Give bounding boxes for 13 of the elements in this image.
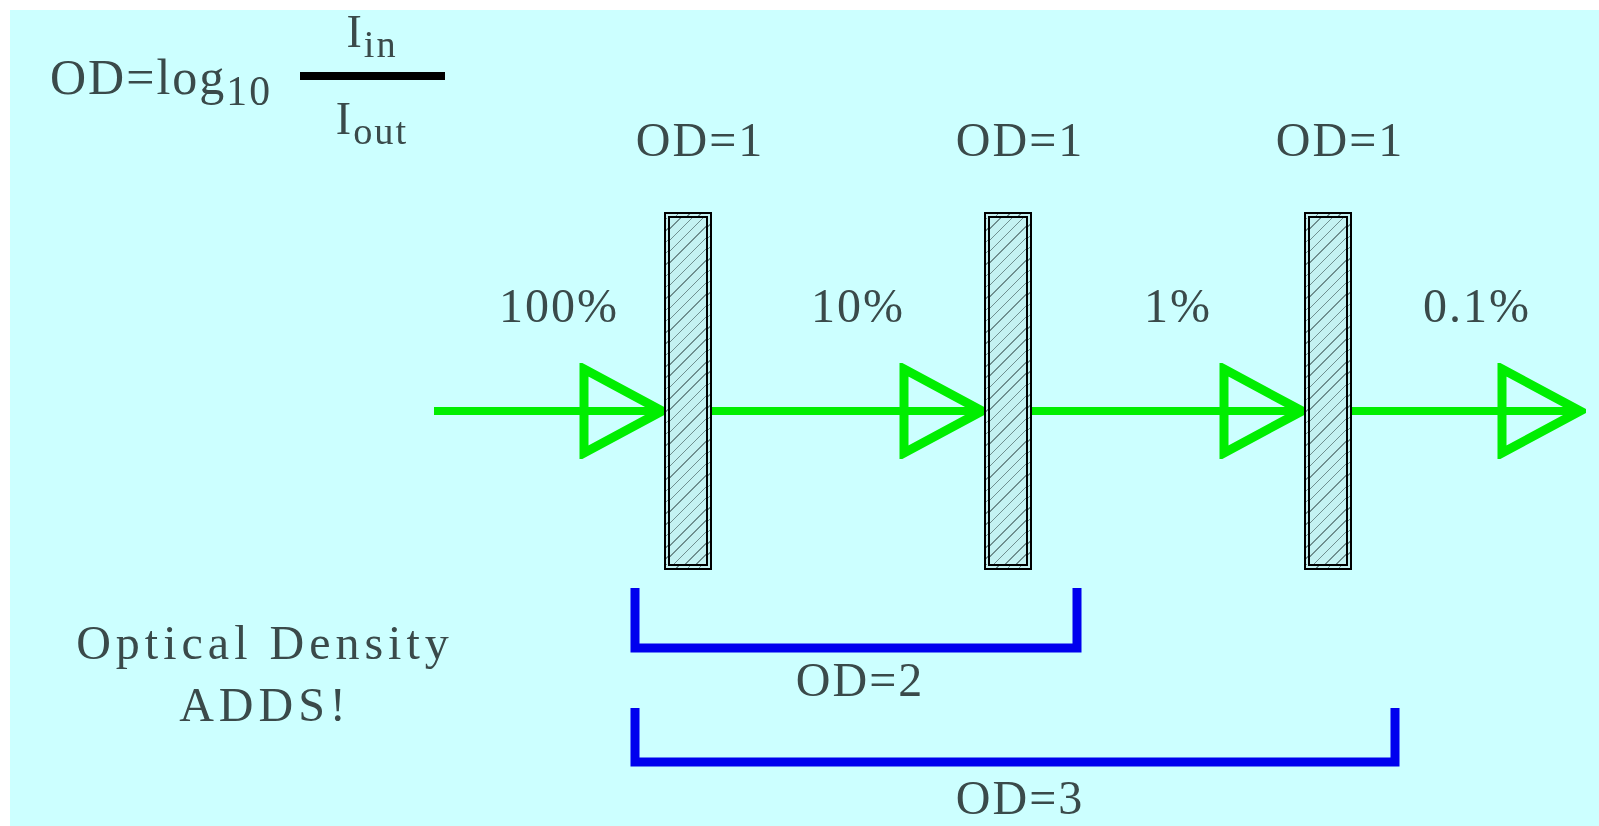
total-density-label: OD=3 bbox=[955, 770, 1085, 825]
note-text: Optical Density ADDS! bbox=[75, 615, 455, 733]
density-label: OD=1 bbox=[1275, 112, 1405, 167]
filter-plate bbox=[1304, 212, 1352, 570]
filter-plate bbox=[984, 212, 1032, 570]
denominator-text: I$_{out}$ bbox=[335, 92, 409, 154]
formula-text: OD=log$_{10}$ bbox=[50, 48, 272, 115]
density-label: OD=1 bbox=[635, 112, 765, 167]
arrow bbox=[1352, 364, 1585, 458]
total-density-label: OD=2 bbox=[795, 652, 925, 707]
filter-plate bbox=[664, 212, 712, 570]
density-label: OD=1 bbox=[955, 112, 1085, 167]
numerator-text: I$_{in}$ bbox=[346, 5, 398, 67]
